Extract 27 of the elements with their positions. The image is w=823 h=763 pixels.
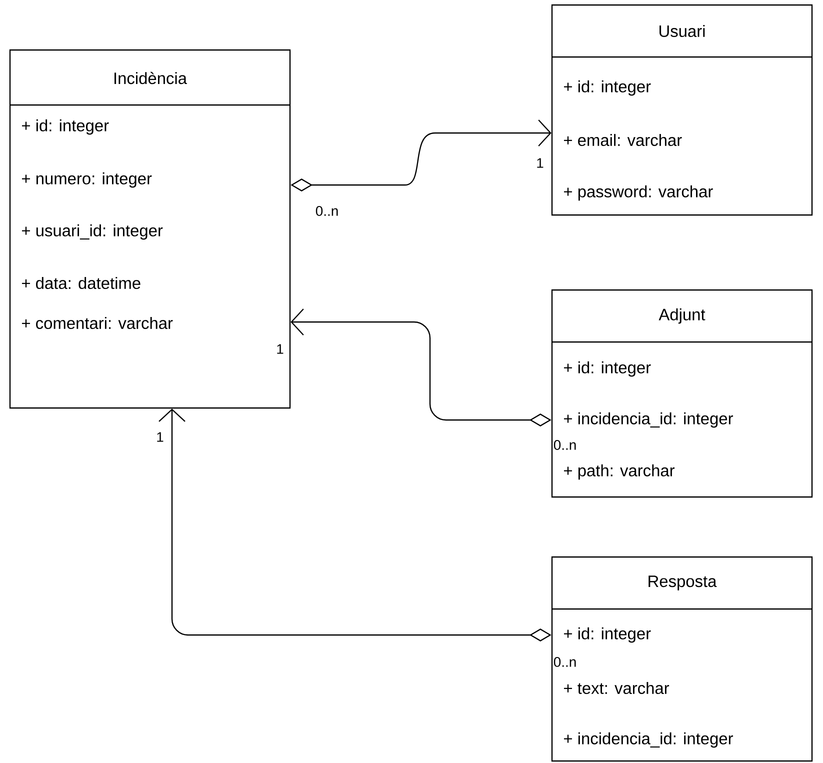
attribute-text: + id: integer [564,627,651,643]
attribute-text: + incidencia_id: integer [564,732,734,748]
class-name: Incidència [114,72,187,84]
class-box [551,556,813,762]
class-box [9,49,291,409]
attribute-text: + numero: integer [22,172,152,188]
attribute-text: + comentari: varchar [22,316,173,330]
multiplicity-label: 0..n [316,206,338,216]
multiplicity-label: 0..n [554,657,576,667]
class-box [551,289,813,498]
attribute-text: + text: varchar [564,682,670,694]
attribute-text: + id: integer [22,119,109,135]
attribute-text: + password: varchar [564,185,713,201]
class-name: Usuari [660,24,705,38]
multiplicity-label: 1 [157,432,164,442]
multiplicity-label: 0..n [554,440,576,450]
class-name: Resposta [648,576,717,590]
attribute-text: + usuari_id: integer [22,224,163,240]
attribute-text: + email: varchar [564,134,682,146]
attribute-text: + incidencia_id: integer [564,412,734,428]
class-name: Adjunt [658,308,706,324]
attribute-text: + id: integer [564,80,651,96]
class-box [551,4,813,216]
multiplicity-label: 1 [277,344,284,354]
attribute-text: + data: datetime [22,276,140,290]
attribute-text: + id: integer [564,361,651,377]
attribute-text: + path: varchar [564,464,675,480]
